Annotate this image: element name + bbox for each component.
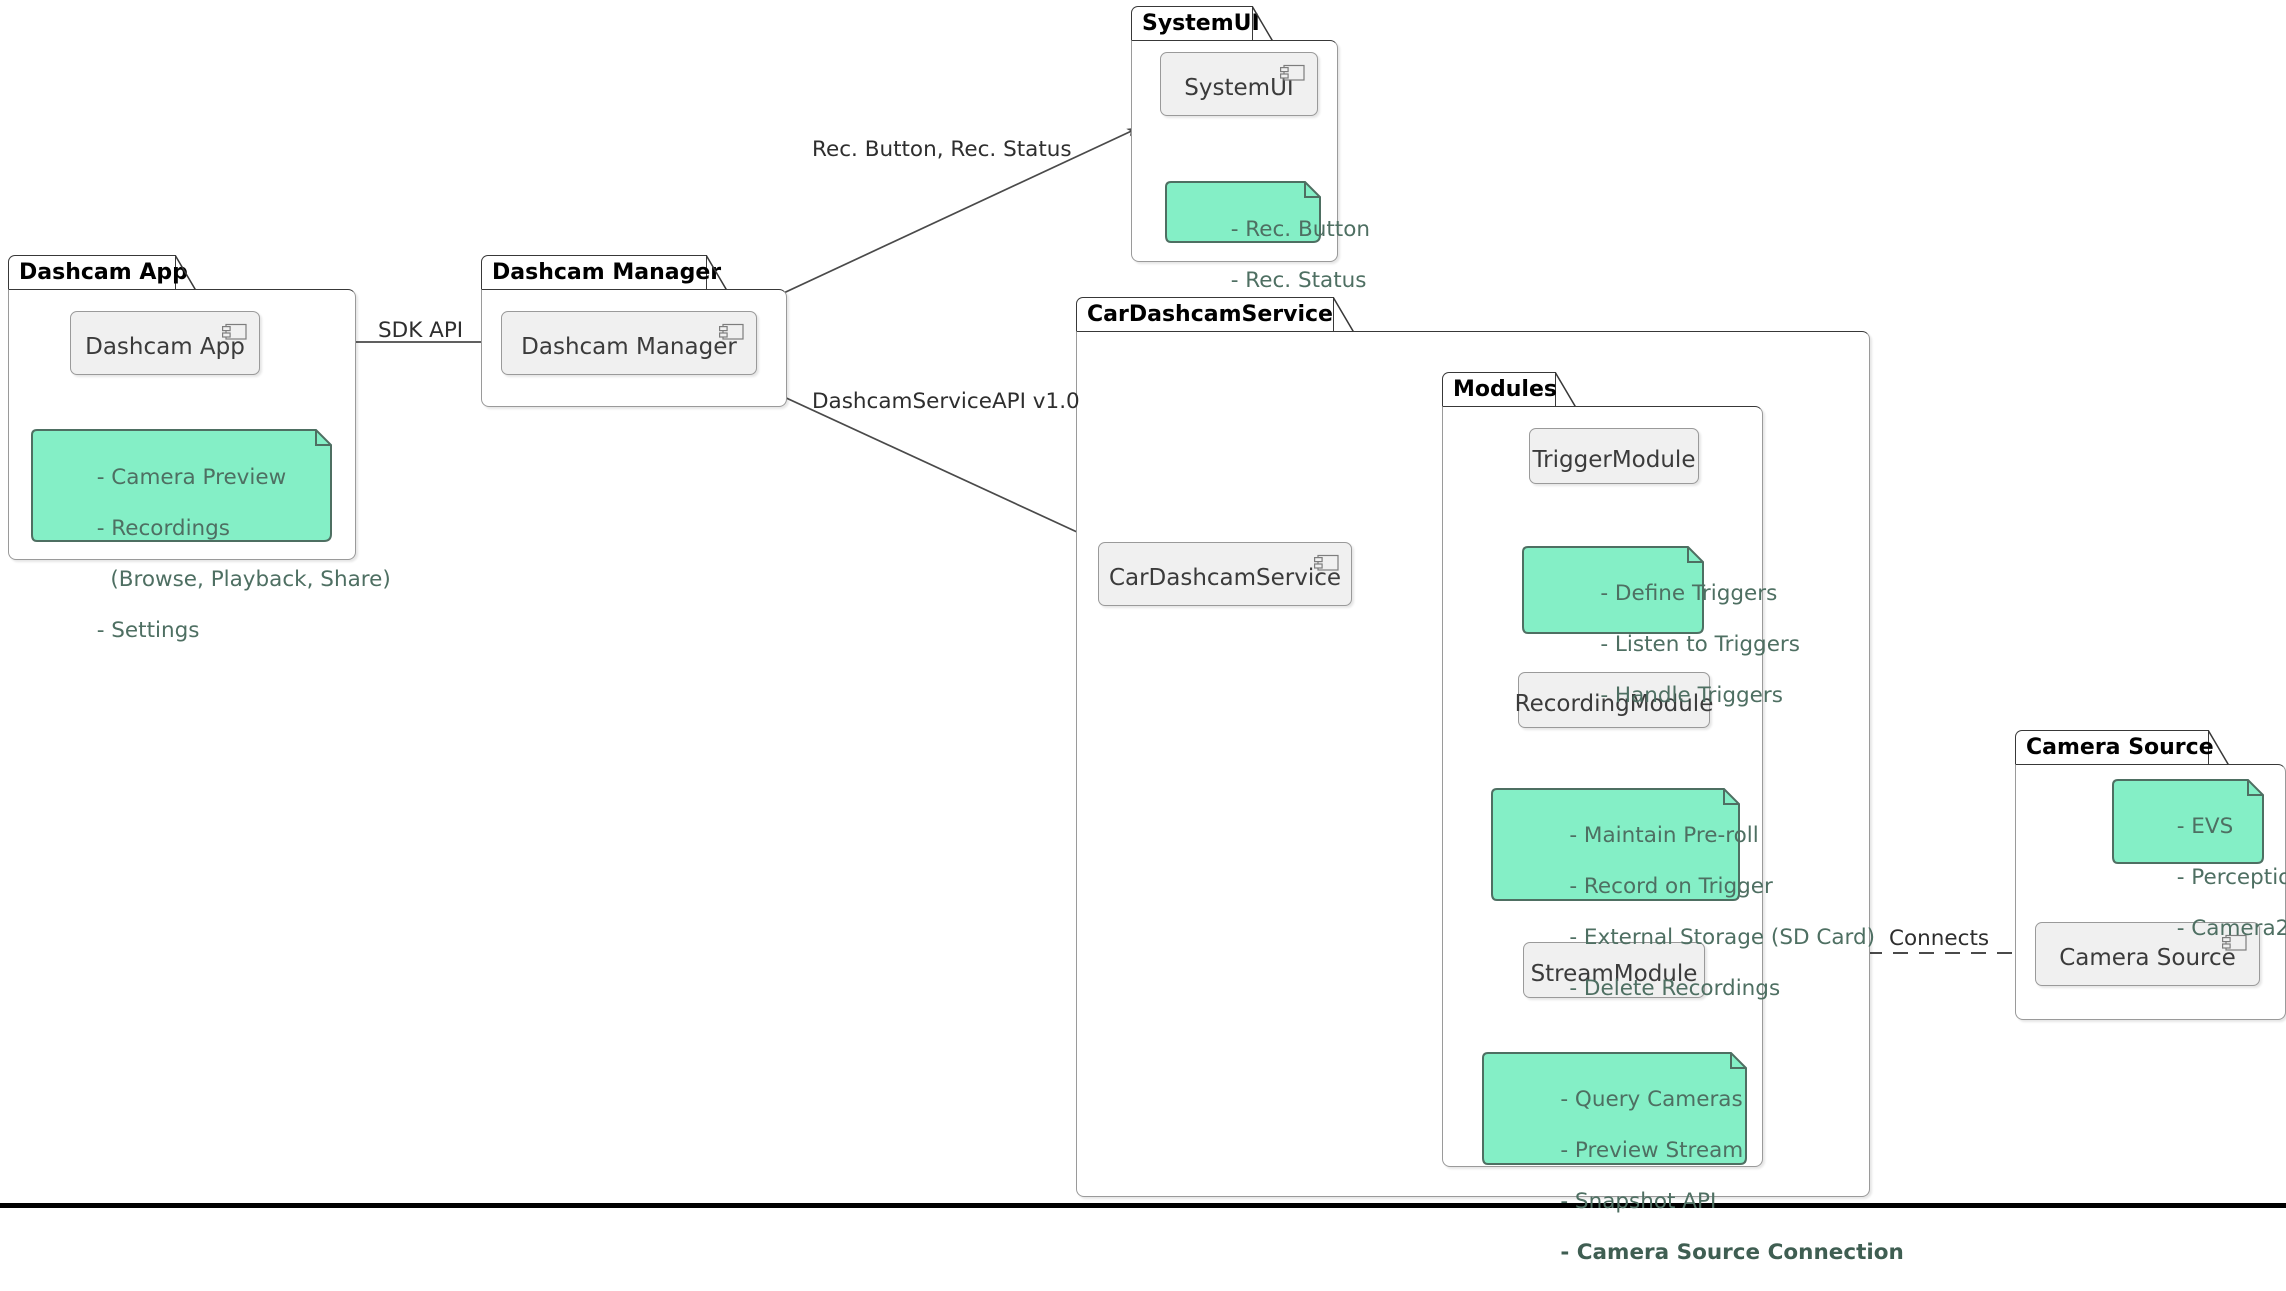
- uml-component-icon: [1280, 64, 1305, 81]
- component-systemui[interactable]: SystemUI: [1160, 52, 1318, 116]
- uml-component-icon: [1314, 554, 1339, 571]
- note-shape-icon: [2112, 779, 2264, 864]
- component-dashcam-app[interactable]: Dashcam App: [70, 311, 260, 375]
- package-tab-slant-icon: [2208, 730, 2229, 766]
- component-trigger-module[interactable]: TriggerModule: [1529, 428, 1699, 484]
- note-line-bold: - Camera Source Connection: [1560, 1239, 1904, 1265]
- note-shape-icon: [1165, 181, 1321, 243]
- component-label-dashcam-app: Dashcam App: [85, 333, 245, 360]
- package-tab-dashcam-app: Dashcam App: [8, 255, 188, 290]
- note-text-recording-module: - Maintain Pre-roll - Record on Trigger …: [1501, 797, 1875, 1027]
- package-tab-slant-icon: [175, 255, 196, 291]
- note-line: - Recordings: [96, 515, 231, 541]
- note-line: - Record on Trigger: [1569, 873, 1773, 899]
- note-line: - External Storage (SD Card): [1569, 924, 1876, 950]
- uml-component-icon: [222, 323, 247, 340]
- component-dashcam-manager[interactable]: Dashcam Manager: [501, 311, 757, 375]
- note-line: - Query Cameras: [1560, 1086, 1743, 1112]
- note-line: - Maintain Pre-roll: [1569, 822, 1759, 848]
- package-tab-slant-icon: [1252, 6, 1273, 42]
- note-line: - EVS: [2176, 813, 2234, 839]
- edge-label-rec-button-rec-status: Rec. Button, Rec. Status: [812, 137, 1072, 162]
- package-tab-systemui: SystemUI: [1131, 6, 1260, 41]
- package-dashcam-manager: Dashcam Manager Dashcam Manager: [481, 255, 787, 407]
- edge-label-sdk-api: SDK API: [378, 318, 464, 343]
- note-text-camera-source: - EVS - Perception - Camera2: [2122, 788, 2286, 967]
- package-tab-dashcam-manager: Dashcam Manager: [481, 255, 721, 290]
- package-cardashcamservice: CarDashcamService CarDashcamService Modu…: [1076, 297, 1904, 1265]
- note-line: - Perception: [2176, 864, 2286, 890]
- component-cardashcamservice[interactable]: CarDashcamService: [1098, 542, 1352, 606]
- note-shape-icon: [31, 429, 332, 542]
- note-line: - Delete Recordings: [1569, 975, 1781, 1001]
- note-line: - Rec. Status: [1230, 267, 1367, 293]
- package-label-cardashcamservice: CarDashcamService: [1087, 302, 1333, 327]
- note-shape-icon: [1522, 546, 1704, 634]
- component-label-cardashcamservice: CarDashcamService: [1108, 564, 1342, 591]
- note-dashcam-app: - Camera Preview - Recordings (Browse, P…: [28, 428, 391, 643]
- package-body-modules: [1442, 406, 1763, 1167]
- note-text-stream-module: - Query Cameras - Preview Stream - Snaps…: [1492, 1061, 1904, 1291]
- package-tab-modules: Modules: [1442, 372, 1557, 407]
- note-line: - Camera Preview: [96, 464, 287, 490]
- package-camera-source: Camera Source - EVS - Perception - Camer…: [2015, 730, 2286, 1020]
- note-line: - Handle Triggers: [1600, 682, 1783, 708]
- note-line: - Settings: [96, 617, 200, 643]
- bottom-bar: [0, 1203, 2286, 1208]
- note-line: - Camera2: [2176, 915, 2286, 941]
- component-label-stream-module: StreamModule: [1530, 960, 1698, 987]
- package-label-systemui: SystemUI: [1142, 11, 1260, 36]
- note-camera-source: - EVS - Perception - Camera2: [2110, 779, 2286, 941]
- note-systemui: - Rec. Button - Rec. Status: [1162, 180, 1370, 293]
- package-label-camera-source: Camera Source: [2026, 735, 2214, 760]
- note-line: - Rec. Button: [1230, 216, 1370, 242]
- component-label-dashcam-manager: Dashcam Manager: [521, 333, 737, 360]
- component-label-systemui: SystemUI: [1184, 74, 1294, 101]
- component-recording-module[interactable]: RecordingModule: [1515, 672, 1713, 728]
- component-stream-module[interactable]: StreamModule: [1523, 942, 1705, 998]
- edge-label-dashcamserviceapi: DashcamServiceAPI v1.0: [812, 389, 1080, 414]
- note-line: (Browse, Playback, Share): [96, 566, 391, 592]
- component-camera-source[interactable]: Camera Source: [2035, 922, 2260, 986]
- package-label-modules: Modules: [1453, 377, 1557, 402]
- package-label-dashcam-manager: Dashcam Manager: [492, 260, 722, 285]
- package-tab-slant-icon: [706, 255, 727, 291]
- note-stream-module: - Query Cameras - Preview Stream - Snaps…: [1480, 1052, 1904, 1265]
- component-label-recording-module: RecordingModule: [1514, 690, 1714, 717]
- note-line: - Preview Stream: [1560, 1137, 1744, 1163]
- note-line: - Snapshot API: [1560, 1188, 1717, 1214]
- edge-label-connects: Connects: [1889, 926, 1990, 951]
- component-label-trigger-module: TriggerModule: [1532, 446, 1696, 473]
- uml-component-icon: [719, 323, 744, 340]
- note-text-trigger-module: - Define Triggers - Listen to Triggers -…: [1532, 555, 1800, 734]
- package-label-dashcam-app: Dashcam App: [19, 260, 188, 285]
- package-tab-cardashcamservice: CarDashcamService: [1076, 297, 1334, 332]
- note-recording-module: - Maintain Pre-roll - Record on Trigger …: [1489, 788, 1875, 1001]
- diagram-canvas: Dashcam App Dashcam App - Camera Preview: [0, 6, 2286, 1265]
- component-label-camera-source: Camera Source: [2059, 944, 2236, 971]
- uml-component-icon: [2222, 934, 2247, 951]
- package-dashcam-app: Dashcam App Dashcam App - Camera Preview: [8, 255, 391, 643]
- note-shape-icon: [1482, 1052, 1747, 1165]
- note-line: - Listen to Triggers: [1600, 631, 1800, 657]
- note-line: - Define Triggers: [1600, 580, 1778, 606]
- package-systemui: SystemUI SystemUI - Rec. Button - Rec. S…: [1131, 6, 1370, 293]
- package-tab-camera-source: Camera Source: [2015, 730, 2214, 765]
- package-modules: Modules TriggerModule - Define Triggers …: [1442, 372, 1904, 1265]
- note-text-dashcam-app: - Camera Preview - Recordings (Browse, P…: [42, 439, 391, 669]
- note-text-systemui: - Rec. Button - Rec. Status: [1176, 191, 1370, 319]
- package-tab-slant-icon: [1555, 372, 1576, 408]
- note-trigger-module: - Define Triggers - Listen to Triggers -…: [1520, 546, 1800, 708]
- note-shape-icon: [1491, 788, 1740, 901]
